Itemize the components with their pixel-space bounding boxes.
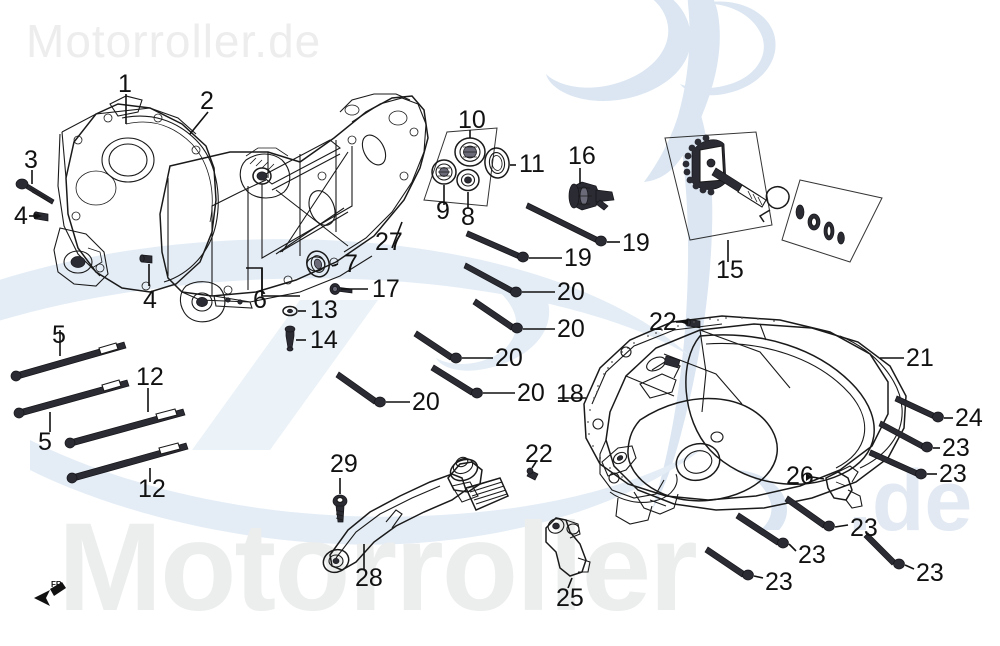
callout-23f: 23	[850, 514, 878, 542]
callout-14: 14	[310, 326, 338, 354]
part-bolts-19-20	[335, 202, 607, 408]
callout-20b: 20	[557, 315, 585, 343]
part-clutch-cover-21	[583, 315, 907, 525]
part-oil-seal-7	[306, 250, 330, 278]
part-stud-bolts-5-12	[10, 341, 189, 484]
part-drain-bolt-14	[284, 325, 296, 352]
callout-23d: 23	[765, 568, 793, 596]
callout-13: 13	[310, 296, 338, 324]
callout-6: 6	[253, 286, 267, 314]
part-bolt-3	[15, 178, 55, 205]
callout-15: 15	[716, 256, 744, 284]
callout-12a: 12	[136, 363, 164, 391]
part-washer-13	[282, 305, 298, 317]
watermark-bottom: Motorroller	[58, 498, 698, 637]
callout-16: 16	[568, 142, 596, 170]
part-cover-bolts-23-24	[704, 395, 944, 581]
callout-22b: 22	[525, 440, 553, 468]
part-crankcase-right-housing	[159, 93, 429, 323]
callout-8: 8	[461, 203, 475, 231]
callout-20a: 20	[557, 278, 585, 306]
leader-arrowheads	[34, 213, 812, 481]
callout-1: 1	[118, 70, 132, 98]
part-dowel-22b	[526, 467, 539, 481]
callout-2: 2	[200, 87, 214, 115]
part-kick-link-25	[545, 517, 591, 577]
callout-4b: 4	[143, 286, 157, 314]
callout-27: 27	[375, 228, 403, 256]
callout-24: 24	[955, 404, 983, 432]
watermark-top: Motorroller.de	[26, 15, 322, 67]
callout-17: 17	[372, 275, 400, 303]
callout-20c: 20	[495, 344, 523, 372]
part-dowel-pin-4b	[139, 254, 153, 264]
callout-22a: 22	[649, 308, 677, 336]
callout-25: 25	[556, 584, 584, 612]
callout-23a: 23	[942, 434, 970, 462]
callout-19a: 19	[564, 244, 592, 272]
callout-23e: 23	[916, 559, 944, 587]
callout-20d: 20	[517, 379, 545, 407]
part-bearings-group	[423, 127, 510, 207]
part-cable-guide-26	[825, 465, 863, 509]
callout-28: 28	[355, 564, 383, 592]
callout-7: 7	[344, 250, 358, 278]
part-kickstarter-assembly-15	[664, 131, 883, 263]
callout-26: 26	[786, 462, 814, 490]
callout-10: 10	[458, 106, 486, 134]
callout-18: 18	[556, 380, 584, 408]
callout-9: 9	[436, 197, 450, 225]
part-kick-pedal-28	[322, 456, 509, 574]
callout-11: 11	[519, 150, 545, 178]
callout-5b: 5	[38, 428, 52, 456]
callout-4a: 4	[14, 202, 28, 230]
front-direction-arrow	[34, 582, 66, 606]
front-direction-label: FR	[51, 580, 62, 589]
leader-lines	[29, 94, 953, 589]
callout-29: 29	[330, 450, 358, 478]
part-pivot-bolt-29	[332, 494, 348, 523]
part-oil-pump-drive-16	[568, 181, 615, 211]
callout-21: 21	[906, 344, 934, 372]
part-crankcase-left-half	[53, 95, 219, 293]
callout-23c: 23	[798, 541, 826, 569]
callout-3: 3	[24, 146, 38, 174]
callout-12b: 12	[138, 475, 166, 503]
callout-20e: 20	[412, 388, 440, 416]
callout-23b: 23	[939, 460, 967, 488]
callout-5a: 5	[52, 321, 66, 349]
callout-19b: 19	[622, 229, 650, 257]
